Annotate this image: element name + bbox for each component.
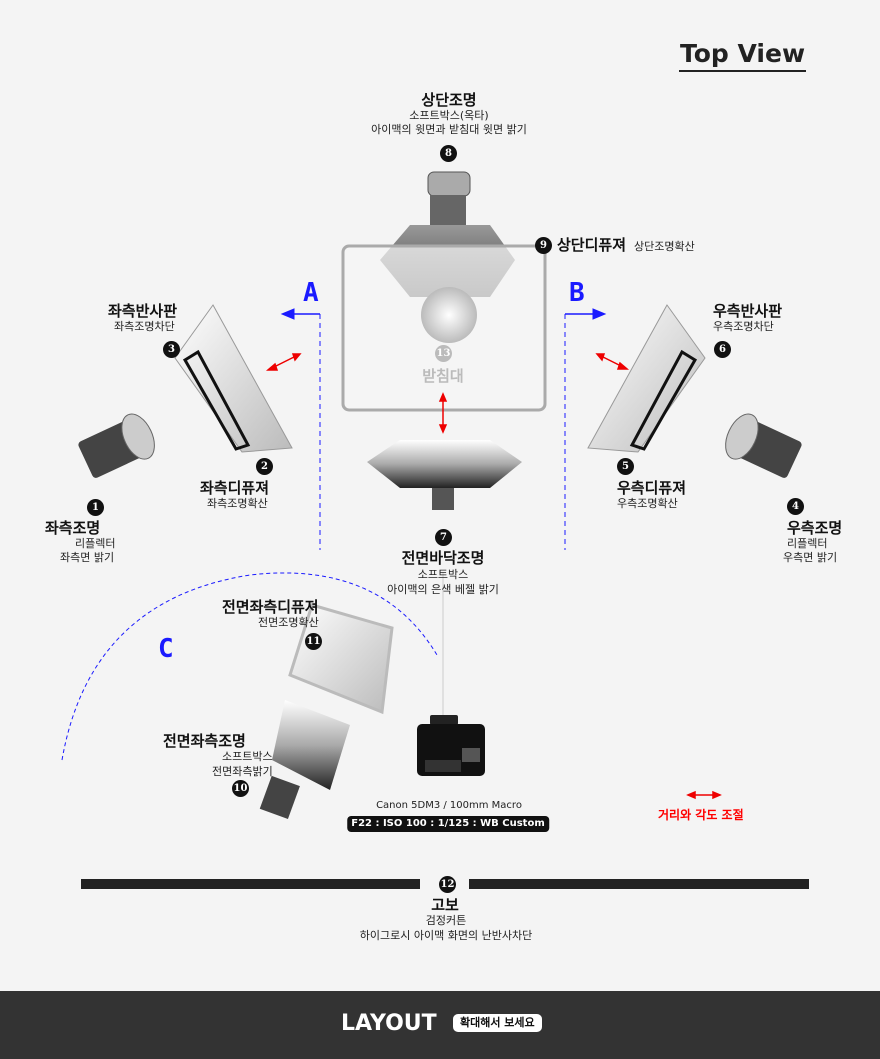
badge-2: 2 [256,458,273,475]
right-diffuser-title: 우측디퓨져 [617,479,687,497]
right-light-sub1: 리플렉터 [787,537,828,550]
gobo-sub2: 하이그로시 아이맥 화면의 난반사차단 [359,929,533,942]
zoom-hint-pill: 확대해서 보세요 [453,1014,542,1032]
front-floor-sub2: 아이맥의 은색 베젤 밝기 [387,583,499,596]
left-light [78,413,155,478]
badge-1: 1 [87,499,104,516]
left-reflector [174,304,293,453]
left-light-sub2: 좌측면 밝기 [60,551,115,564]
badge-6: 6 [714,341,731,358]
front-floor-sub1: 소프트박스 [417,568,469,581]
left-reflector-sub: 좌측조명차단 [114,320,175,333]
badge-11: 11 [305,633,322,650]
top-view-title: Top View [679,38,807,72]
marker-c: C [158,634,174,664]
badge-13: 13 [435,345,452,362]
right-reflector [587,304,706,453]
front-left-light-title: 전면좌측조명 [163,732,246,750]
adjust-arrows [265,353,722,800]
right-diffuser-sub: 우측조명확산 [617,497,678,510]
front-left-softbox [259,700,350,820]
legend-text: 거리와 각도 조절 [658,808,744,822]
right-reflector-sub: 우측조명차단 [713,320,774,333]
camera-settings: F22 : ISO 100 : 1/125 : WB Custom [347,816,549,832]
front-left-light-sub1: 소프트박스 [222,750,273,763]
stand-title: 받침대 [422,367,464,385]
front-left-light-sub2: 전면좌측밝기 [212,765,273,778]
top-diffuser-title: 상단디퓨져 [557,236,627,254]
camera-model: Canon 5DM3 / 100mm Macro [376,800,522,811]
layout-diagram [61,171,809,889]
badge-8: 8 [440,145,457,162]
badge-4: 4 [787,498,804,515]
gobo-title: 고보 [431,896,459,914]
top-light-title: 상단조명 [421,91,477,109]
badge-10: 10 [232,780,249,797]
left-light-sub1: 리플렉터 [75,537,116,550]
front-left-diffuser-title: 전면좌측디퓨져 [222,598,319,616]
footer: LAYOUT 확대해서 보세요 [0,991,880,1059]
left-diffuser-title: 좌측디퓨져 [200,479,270,497]
top-light-sub1: 소프트박스(옥타) [409,109,489,122]
stand-sphere [421,287,477,343]
front-floor-title: 전면바닥조명 [401,549,485,567]
marker-a: A [303,278,319,308]
left-reflector-title: 좌측반사판 [108,302,178,320]
badge-9: 9 [535,237,552,254]
right-reflector-title: 우측반사판 [713,302,783,320]
footer-title: LAYOUT [341,1011,437,1036]
left-light-title: 좌측조명 [45,519,101,537]
gobo-bar-right [469,879,809,889]
front-floor-softbox [367,440,522,510]
top-light-sub2: 아이맥의 윗면과 받침대 윗면 밝기 [371,123,527,136]
left-diffuser-sub: 좌측조명확산 [207,497,268,510]
gobo-bar-left [81,879,420,889]
badge-5: 5 [617,458,634,475]
badge-12: 12 [439,876,456,893]
right-light-title: 우측조명 [787,519,843,537]
marker-b: B [569,278,585,308]
front-left-diffuser [288,603,394,715]
marker-c-arc [61,572,438,761]
camera-icon [417,715,485,776]
gobo-sub1: 검정커튼 [425,914,467,927]
right-light-sub2: 우측면 밝기 [783,551,838,564]
top-diffuser-sub: 상단조명확산 [634,240,695,253]
badge-3: 3 [163,341,180,358]
badge-7: 7 [435,529,452,546]
right-light [725,413,802,478]
front-left-diffuser-sub: 전면조명확산 [258,616,319,629]
